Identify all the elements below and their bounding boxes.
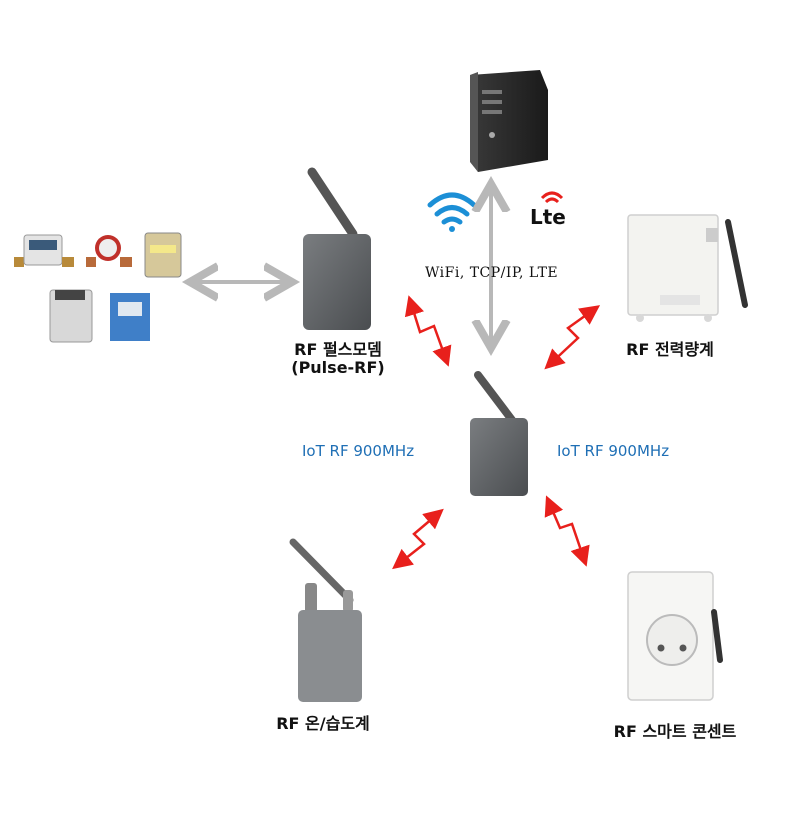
thermo-hygrometer-device-icon — [289, 538, 362, 702]
hub-device-icon — [470, 371, 528, 496]
wifi-icon — [427, 192, 477, 232]
smart-outlet-device-icon — [627, 571, 723, 701]
uplink-protocol-label: WiFi, TCP/IP, LTE — [425, 265, 559, 281]
thermo-hygrometer-label: RF 온/습도계 — [276, 714, 370, 733]
lte-logo-text: Lte — [530, 205, 566, 229]
rf-frequency-label-left: IoT RF 900MHz — [302, 442, 415, 460]
rf-arrow-thermo-hygrometer — [392, 508, 444, 570]
server-icon — [470, 70, 548, 172]
lte-logo-icon: Lte — [530, 191, 566, 229]
pulse-modem-label-line1: RF 펄스모뎀 — [294, 340, 382, 359]
power-meter-device-icon — [627, 214, 748, 322]
rf-arrow-pulse-modem — [404, 295, 452, 367]
smart-outlet-label: RF 스마트 콘센트 — [613, 722, 737, 741]
pulse-modem-label-line2: (Pulse-RF) — [291, 358, 385, 377]
meters-icon — [14, 232, 182, 343]
rf-arrow-power-meter — [544, 305, 601, 370]
rf-frequency-label-right: IoT RF 900MHz — [557, 442, 670, 460]
power-meter-label: RF 전력량계 — [626, 340, 714, 359]
rf-arrow-smart-outlet — [544, 495, 590, 567]
pulse-modem-device-icon — [303, 167, 371, 330]
